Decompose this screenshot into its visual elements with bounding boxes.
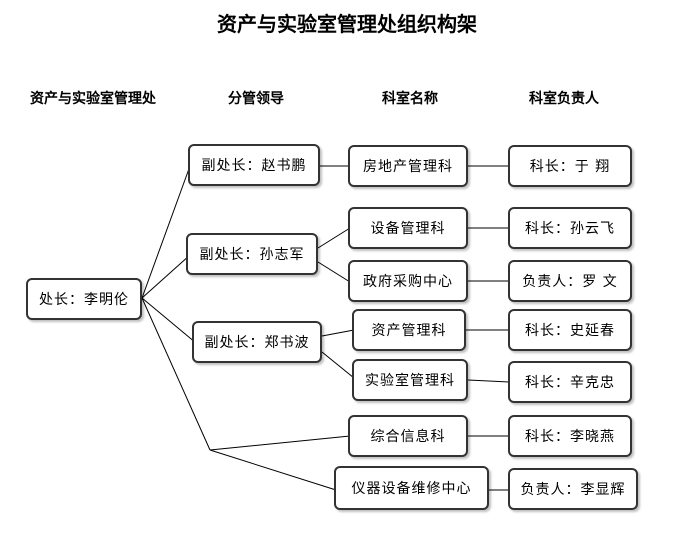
column-header-departments: 科室名称: [382, 91, 438, 107]
head-box-2: 科长：孙云飞: [508, 207, 632, 249]
department-box-6: 综合信息科: [348, 415, 468, 457]
head-box-4: 科长：史延春: [508, 309, 632, 351]
connector-director-branch: [141, 297, 211, 451]
connector-dept-head-5: [467, 379, 511, 383]
head-box-6: 科长：李晓燕: [508, 415, 632, 457]
department-box-5: 实验室管理科: [352, 359, 468, 401]
connector-deputy2-dept2: [317, 261, 351, 283]
chart-title: 资产与实验室管理处组织构架: [217, 12, 477, 36]
connector-branch-dept2: [209, 449, 337, 491]
department-box-1: 房地产管理科: [348, 145, 468, 187]
column-header-heads: 科室负责人: [529, 91, 599, 107]
head-box-1: 科长：于 翔: [508, 145, 632, 187]
deputy-box-3: 副处长：郑书波: [192, 321, 322, 363]
department-box-2: 设备管理科: [348, 207, 468, 249]
department-box-3: 政府采购中心: [348, 260, 468, 302]
connector-deputy2-dept1: [317, 227, 351, 249]
head-box-7: 负责人：李显辉: [508, 468, 638, 510]
deputy-box-2: 副处长：孙志军: [186, 233, 318, 275]
connector-deputy3-dept1: [321, 329, 355, 337]
connector-deputy3-dept2: [321, 351, 355, 379]
column-header-leaders: 分管领导: [228, 91, 284, 107]
connector-director-deputy3: [141, 297, 197, 344]
department-box-7: 仪器设备维修中心: [334, 466, 489, 510]
connector-director-deputy1: [141, 165, 191, 299]
connector-director-deputy2: [141, 254, 191, 299]
connector-branch-dept1: [209, 435, 351, 451]
head-box-3: 负责人：罗 文: [508, 260, 632, 302]
head-box-5: 科长：辛克忠: [508, 361, 632, 403]
deputy-box-1: 副处长：赵书鹏: [188, 144, 320, 186]
column-header-office: 资产与实验室管理处: [30, 91, 156, 107]
department-box-4: 资产管理科: [352, 309, 466, 351]
director-box: 处长：李明伦: [26, 278, 142, 320]
